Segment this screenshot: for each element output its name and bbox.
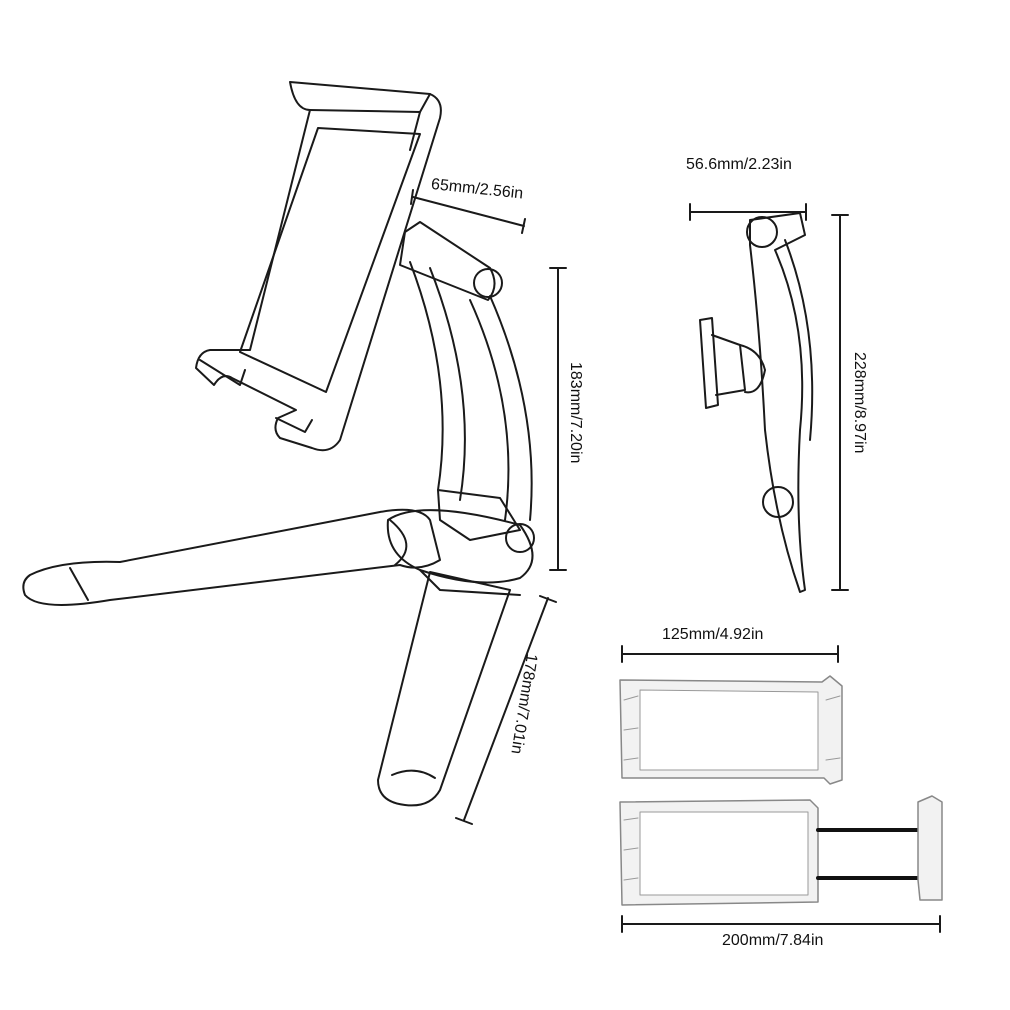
dimension-lines (410, 189, 941, 933)
side-view-drawing (699, 212, 814, 593)
arm-drawing (399, 221, 535, 553)
base-foot-drawing (22, 508, 534, 606)
side-depth-label: 56.6mm/2.23in (686, 156, 792, 173)
clamp-extended-drawing (619, 795, 943, 906)
tablet-holder-drawing (195, 81, 442, 452)
clamp-closed-drawing (619, 675, 843, 785)
clamp-max-width-label: 200mm/7.84in (722, 932, 824, 949)
lower-leg-drawing (377, 571, 511, 807)
stand-height-label: 183mm/7.20in (567, 362, 584, 464)
clamp-min-width-label: 125mm/4.92in (662, 626, 764, 643)
side-height-label: 228mm/8.97in (851, 352, 868, 454)
